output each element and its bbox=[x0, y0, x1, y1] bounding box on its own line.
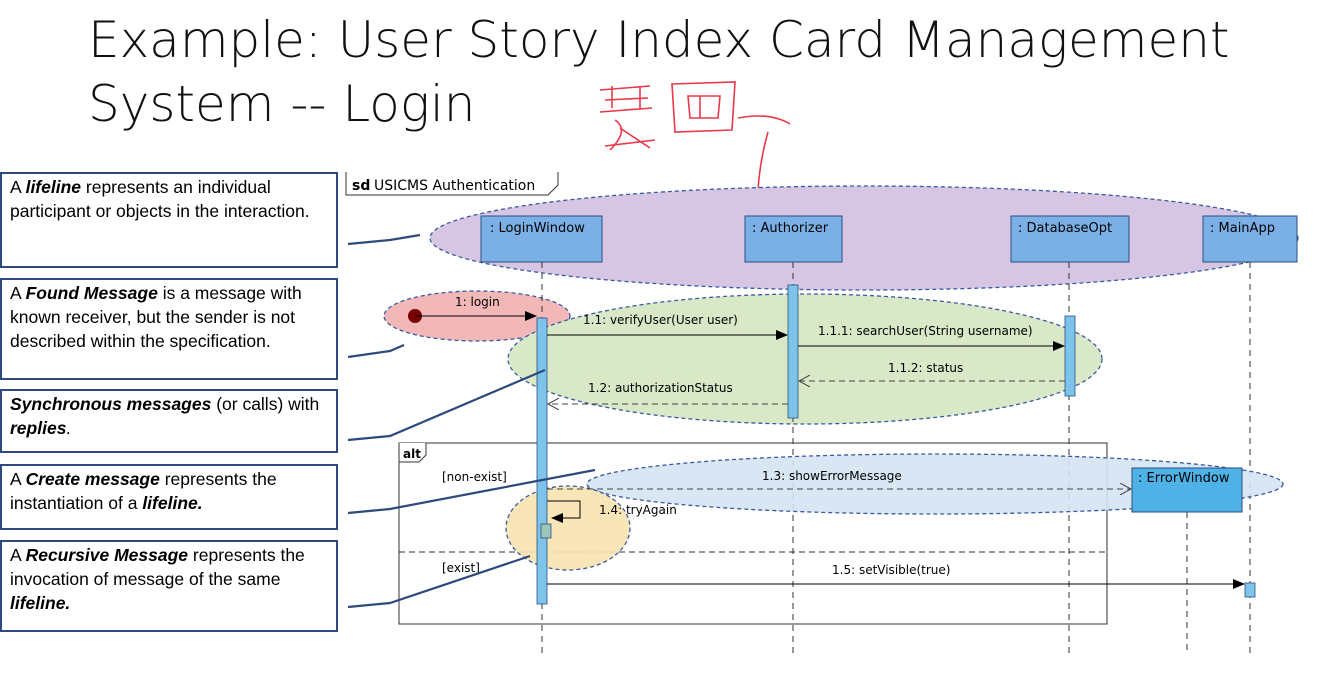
message-1-3-showerrormessage: 1.3: showErrorMessage bbox=[547, 469, 1131, 489]
activation-mainapp bbox=[1244, 582, 1256, 598]
lifeline-errorwindow: : ErrorWindow bbox=[1131, 467, 1243, 513]
note-found-message: A Found Message is a message with known … bbox=[0, 278, 338, 380]
note-term: lifeline. bbox=[10, 593, 71, 613]
note-recursive-message: A Recursive Message represents the invoc… bbox=[0, 540, 338, 632]
message-1-login: 1: login bbox=[408, 295, 537, 323]
message-1-4-tryagain: 1.4: tryAgain bbox=[547, 500, 677, 523]
handwriting-scribble bbox=[599, 81, 791, 191]
note-synchronous-messages: Synchronous messages (or calls) with rep… bbox=[0, 389, 338, 453]
lifeline-label: : Authorizer bbox=[752, 221, 829, 236]
slide-title: Example: User Story Index Card Managemen… bbox=[88, 8, 1288, 136]
frame-label: sd USICMS Authentication bbox=[345, 172, 559, 196]
activation-authorizer bbox=[787, 284, 799, 419]
activation-databaseopt bbox=[1064, 315, 1076, 397]
slide-title-line1: Example: User Story Index Card Managemen… bbox=[88, 11, 1230, 69]
lifeline-authorizer: : Authorizer bbox=[744, 215, 843, 263]
note-term: Recursive Message bbox=[25, 545, 189, 565]
note-term: Synchronous messages bbox=[10, 394, 212, 414]
message-1-5-setvisible: 1.5: setVisible(true) bbox=[547, 563, 1245, 589]
frame-keyword: sd bbox=[352, 178, 370, 194]
message-1-1-1-searchuser: 1.1.1: searchUser(String username) bbox=[798, 324, 1065, 351]
lifeline-mainapp: : MainApp bbox=[1202, 215, 1298, 263]
lifeline-label: : MainApp bbox=[1210, 221, 1275, 236]
activation-loginwindow bbox=[536, 317, 548, 605]
message-label: 1.2: authorizationStatus bbox=[588, 381, 733, 395]
message-label: 1.1: verifyUser(User user) bbox=[583, 313, 738, 327]
note-term: replies bbox=[10, 418, 67, 438]
message-label: 1: login bbox=[455, 295, 500, 309]
note-term: lifeline bbox=[25, 177, 82, 197]
lifeline-label: : ErrorWindow bbox=[1138, 471, 1230, 486]
message-label: 1.5: setVisible(true) bbox=[832, 563, 950, 577]
create-message-highlight-ellipse bbox=[586, 453, 1284, 515]
lifeline-label: : DatabaseOpt bbox=[1018, 221, 1112, 236]
note-create-message: A Create message represents the instanti… bbox=[0, 464, 338, 530]
message-label: 1.1.1: searchUser(String username) bbox=[818, 324, 1033, 338]
message-1-1-verifyuser: 1.1: verifyUser(User user) bbox=[547, 313, 788, 340]
lifeline-highlight-ellipse bbox=[429, 185, 1299, 291]
frame-name: USICMS Authentication bbox=[374, 178, 535, 194]
note-term: Create message bbox=[25, 469, 160, 489]
message-label: 1.3: showErrorMessage bbox=[762, 469, 902, 483]
note-term: Found Message bbox=[25, 283, 158, 303]
note-term: lifeline. bbox=[142, 493, 203, 513]
guard-non-exist: [non-exist] bbox=[442, 470, 507, 484]
lifeline-databaseopt: : DatabaseOpt bbox=[1010, 215, 1130, 263]
message-label: 1.4: tryAgain bbox=[599, 503, 677, 517]
alt-fragment: alt [non-exist] [exist] bbox=[398, 442, 1108, 625]
slide-title-line2: System -- Login bbox=[88, 75, 476, 133]
message-1-2-authorizationstatus: 1.2: authorizationStatus bbox=[548, 381, 788, 404]
lifeline-label: : LoginWindow bbox=[490, 221, 585, 236]
alt-operator: alt bbox=[403, 447, 421, 461]
message-1-1-2-status: 1.1.2: status bbox=[799, 361, 1065, 381]
note-lifeline: A lifeline represents an individual part… bbox=[0, 172, 338, 268]
message-label: 1.1.2: status bbox=[888, 361, 963, 375]
lifeline-loginwindow: : LoginWindow bbox=[480, 215, 603, 263]
guard-exist: [exist] bbox=[442, 561, 480, 575]
sync-message-highlight-ellipse bbox=[507, 293, 1103, 425]
note-connectors bbox=[347, 233, 596, 609]
activation-recursive bbox=[540, 523, 552, 539]
